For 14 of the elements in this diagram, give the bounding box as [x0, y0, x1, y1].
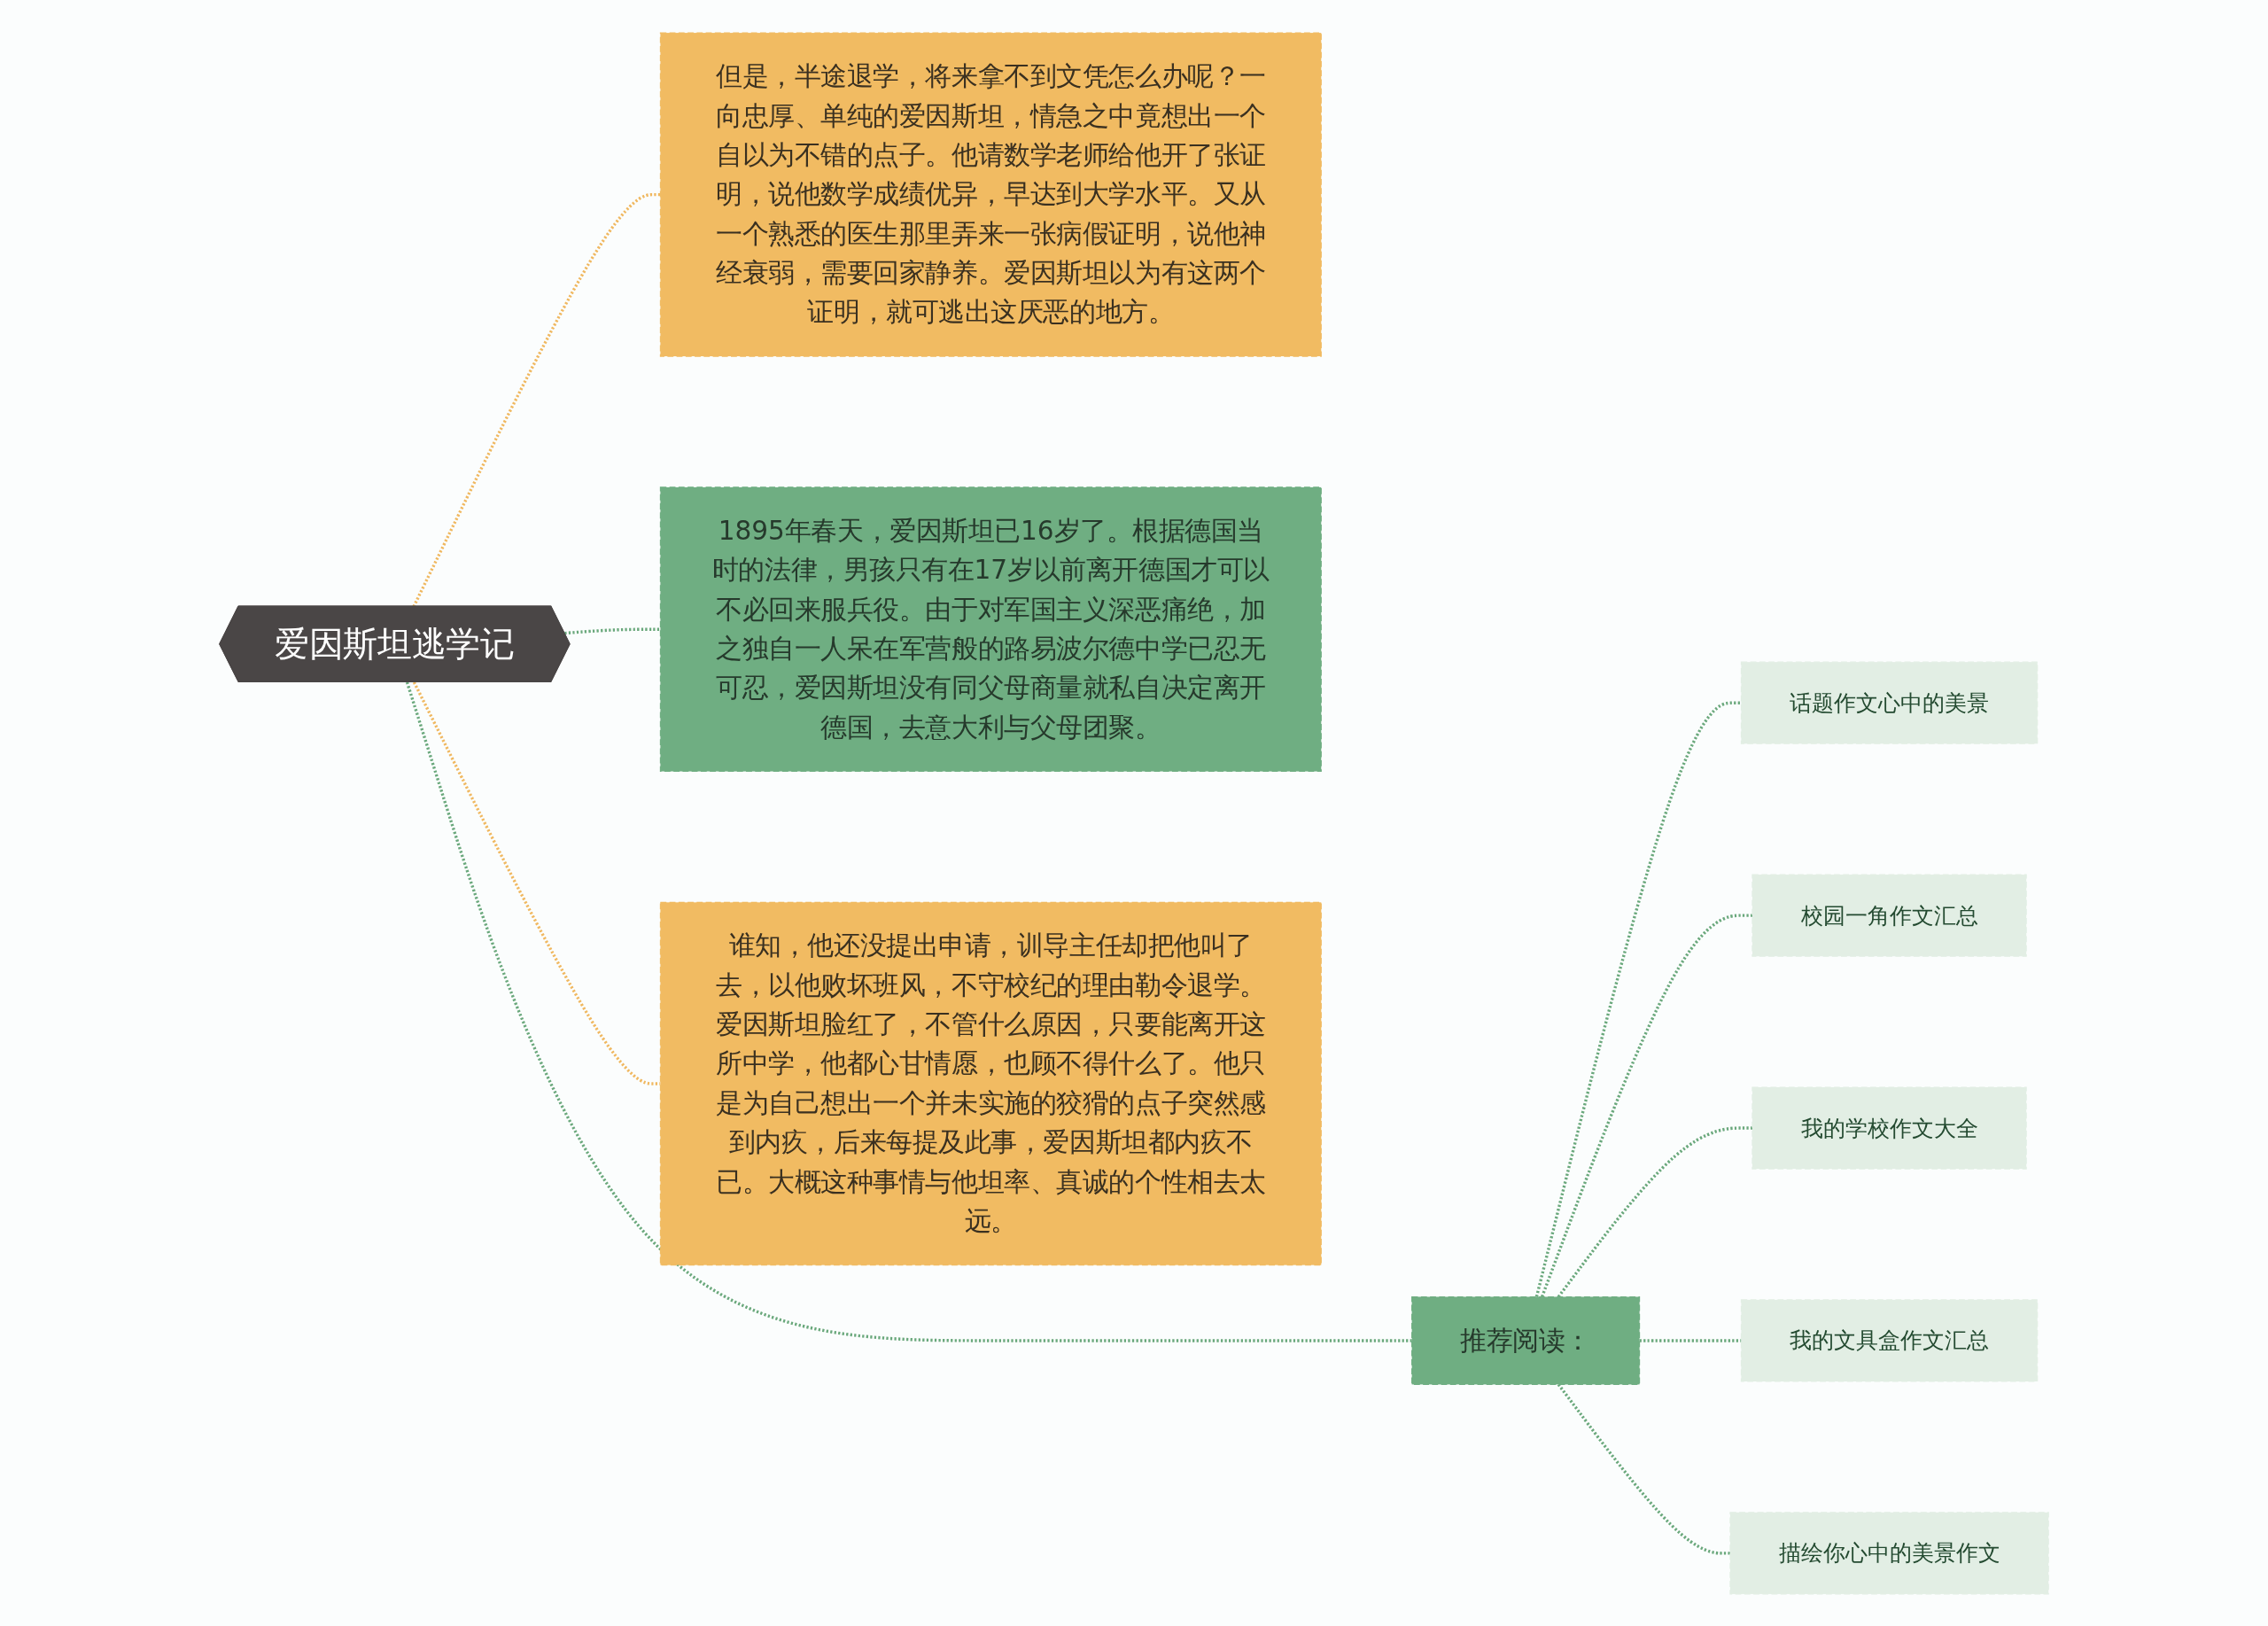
- node-box: 我的学校作文大全: [1751, 1085, 2027, 1170]
- node-box: 谁知，他还没提出申请，训导主任却把他叫了去，以他败坏班风，不守校纪的理由勒令退学。爱因斯坦脸红了，不管什么原因，只要能离开这所中学，他都心甘情愿，也顾不得什么了。他只是为自己想出一个并未实施的狡猾的点子突然感到内疚，后来每提及此事，爱因斯坦都内疚不已。大概这种事情与他坦率、真诚的个性相去太远。: [659, 901, 1322, 1265]
- connector: [412, 192, 661, 607]
- node-box: 话题作文心中的美景: [1740, 661, 2039, 744]
- connector: [1534, 701, 1742, 1297]
- connector: [564, 627, 661, 634]
- node-box: 推荐阅读：: [1411, 1295, 1641, 1385]
- node-box: 我的文具盒作文汇总: [1740, 1298, 2039, 1382]
- node-box: 描绘你心中的美景作文: [1729, 1511, 2049, 1594]
- connector: [1639, 1338, 1742, 1342]
- connector: [412, 681, 661, 1085]
- node-box: 1895年春天，爱因斯坦已16岁了。根据德国当时的法律，男孩只有在17岁以前离开德国才可以不必回来服兵役。由于对军国主义深恶痛绝，加之独自一人呆在军营般的路易波尔德中学已忍无可忍，爱因斯坦没有同父母商量就私自决定离开德国，去意大利与父母团聚。: [659, 486, 1322, 772]
- node-box: 但是，半途退学，将来拿不到文凭怎么办呢？一向忠厚、单纯的爱因斯坦，情急之中竟想出一个自以为不错的点子。他请数学老师给他开了张证明，说他数学成绩优异，早达到大学水平。又从一个熟悉的医生那里弄来一张病假证明，说他神经衰弱，需要回家静养。爱因斯坦以为有这两个证明，就可逃出这厌恶的地方。: [659, 32, 1322, 357]
- node-box: 校园一角作文汇总: [1751, 874, 2027, 957]
